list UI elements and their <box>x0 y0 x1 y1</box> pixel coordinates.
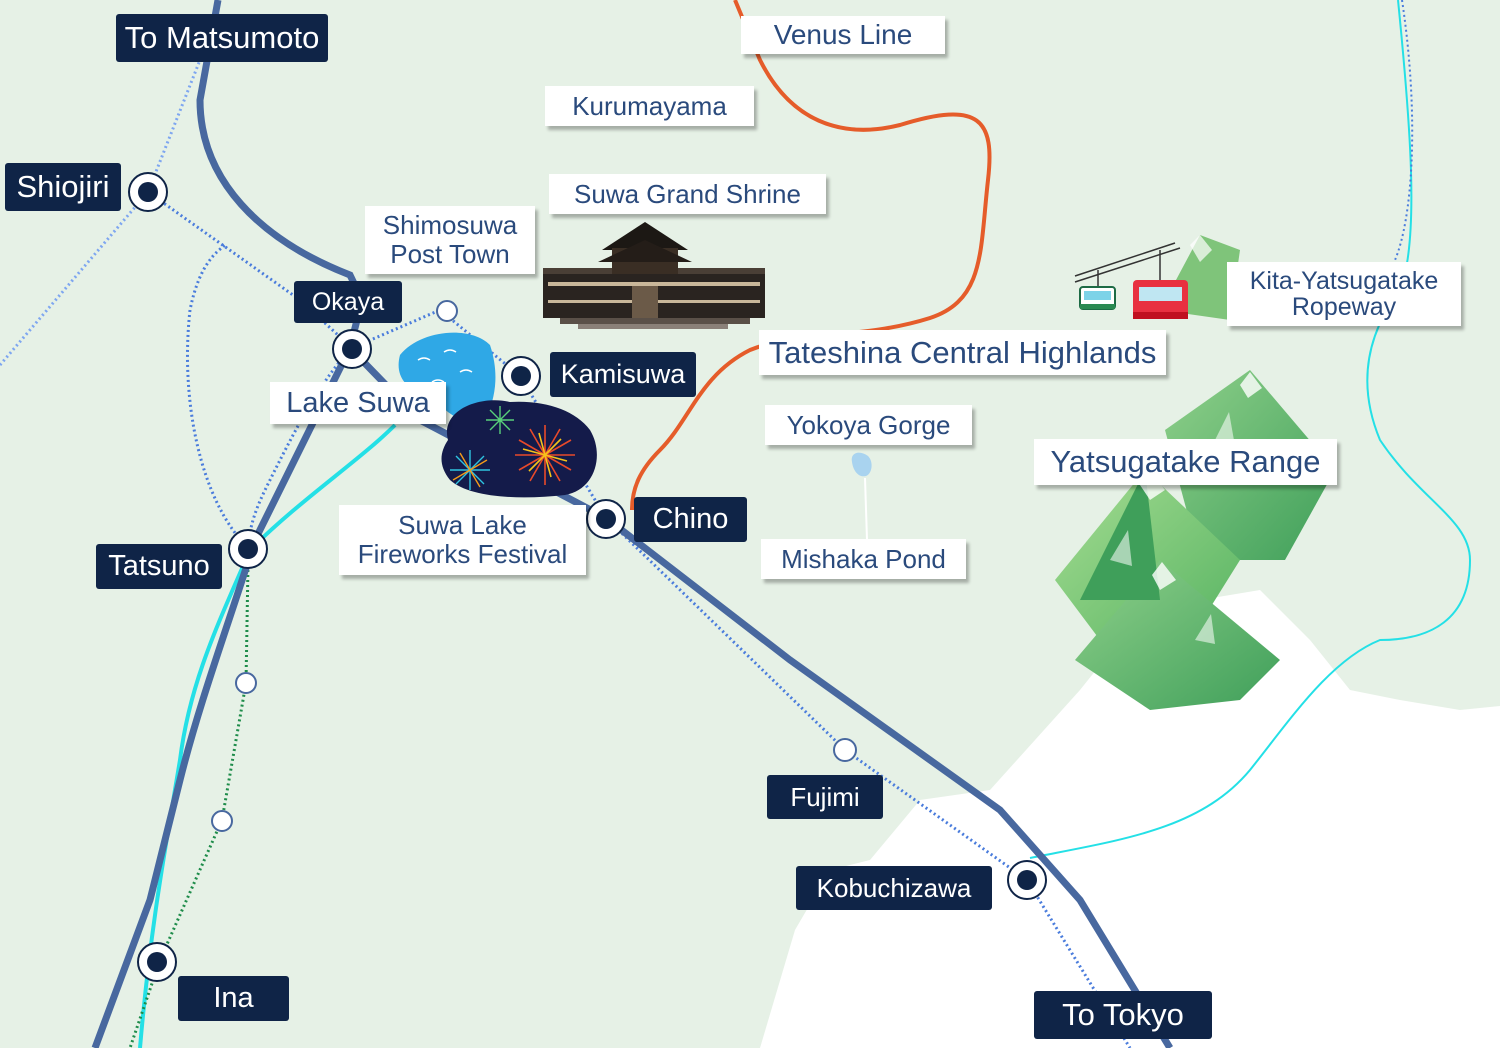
station-marker-fujimi[interactable] <box>833 738 857 762</box>
place-label-yokoya-gorge[interactable]: Yokoya Gorge <box>765 405 972 445</box>
ropeway-gondola-icon <box>1074 235 1240 320</box>
fireworks-label-line2: Fireworks Festival <box>357 539 568 569</box>
station-marker-ina[interactable] <box>137 942 177 982</box>
station-marker-kobuchizawa[interactable] <box>1007 860 1047 900</box>
neighbor-region-area <box>760 590 1500 1048</box>
shimosuwa-label-line2: Post Town <box>390 239 510 269</box>
station-marker-chino[interactable] <box>586 499 626 539</box>
station-label-chino[interactable]: Chino <box>634 497 747 542</box>
place-label-yatsugatake-range[interactable]: Yatsugatake Range <box>1034 439 1337 485</box>
place-label-venus-line[interactable]: Venus Line <box>741 16 945 54</box>
minor-stop-marker[interactable] <box>211 810 233 832</box>
place-label-lake-suwa[interactable]: Lake Suwa <box>270 382 446 424</box>
lake-icon <box>398 332 496 422</box>
fireworks-label-line1: Suwa Lake <box>398 510 527 540</box>
station-marker-okaya[interactable] <box>332 329 372 369</box>
pond-leader-line <box>864 477 868 541</box>
fireworks-icon <box>441 400 597 498</box>
iida-line <box>128 564 250 1048</box>
tatsuno-outer-line <box>185 243 250 550</box>
place-label-kurumayama[interactable]: Kurumayama <box>545 86 754 126</box>
station-label-ina[interactable]: Ina <box>178 976 289 1021</box>
ropeway-label-line2: Ropeway <box>1291 293 1397 321</box>
venus-line-road <box>630 0 992 511</box>
pond-icon <box>851 452 872 477</box>
station-label-kamisuwa[interactable]: Kamisuwa <box>550 352 696 397</box>
place-label-tateshina-central-highlands[interactable]: Tateshina Central Highlands <box>759 330 1166 375</box>
station-label-shiojiri[interactable]: Shiojiri <box>5 163 121 211</box>
station-label-fujimi[interactable]: Fujimi <box>767 775 883 819</box>
expressway <box>138 423 397 1048</box>
main-line-south <box>91 346 354 1048</box>
station-marker-kamisuwa[interactable] <box>501 356 541 396</box>
station-label-okaya[interactable]: Okaya <box>294 281 402 323</box>
tatsuno-loop-line <box>246 346 354 549</box>
shrine-icon <box>543 222 765 329</box>
station-marker-shiojiri[interactable] <box>128 172 168 212</box>
station-label-kobuchizawa[interactable]: Kobuchizawa <box>796 866 992 910</box>
shimosuwa-label-line1: Shimosuwa <box>382 210 518 240</box>
place-label-suwa-lake-fireworks[interactable]: Suwa Lake Fireworks Festival <box>339 505 586 575</box>
ropeway-label-line1: Kita-Yatsugatake <box>1249 267 1439 295</box>
minor-stop-marker[interactable] <box>235 672 257 694</box>
station-marker-tatsuno[interactable] <box>228 529 268 569</box>
direction-label-tokyo[interactable]: To Tokyo <box>1034 991 1212 1039</box>
direction-label-matsumoto[interactable]: To Matsumoto <box>116 14 328 62</box>
place-label-kita-yatsugatake-ropeway[interactable]: Kita-Yatsugatake Ropeway <box>1227 262 1461 326</box>
station-label-tatsuno[interactable]: Tatsuno <box>96 544 222 589</box>
place-label-shimosuwa-post-town[interactable]: Shimosuwa Post Town <box>365 206 535 274</box>
place-label-mishaka-pond[interactable]: Mishaka Pond <box>761 539 966 579</box>
minor-stop-marker[interactable] <box>436 300 458 322</box>
railway-right-edge <box>1394 0 1414 261</box>
place-label-suwa-grand-shrine[interactable]: Suwa Grand Shrine <box>549 174 826 214</box>
